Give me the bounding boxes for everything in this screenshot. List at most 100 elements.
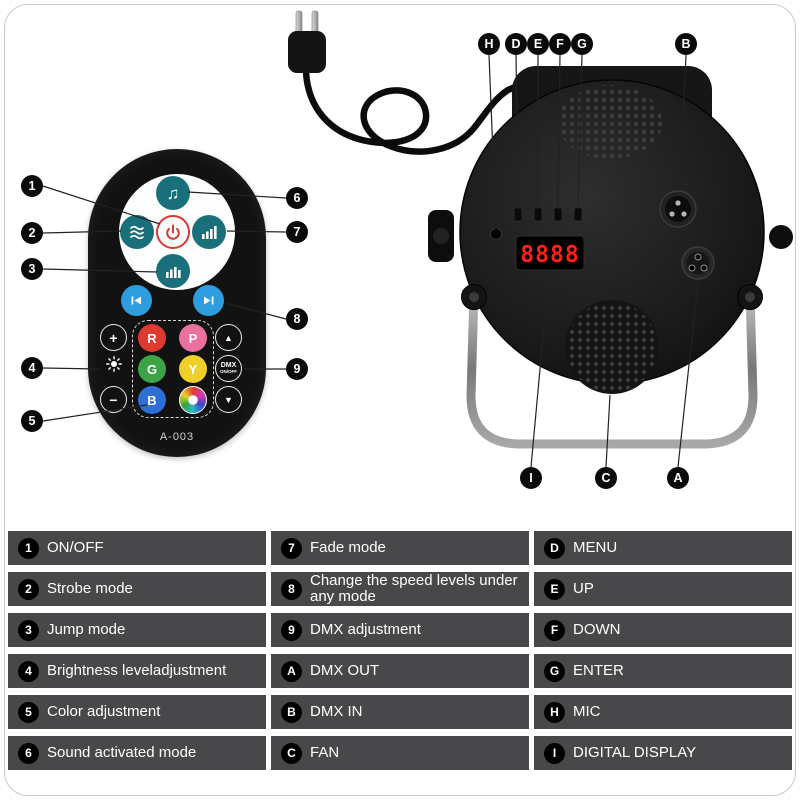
legend-label: Jump mode (47, 621, 126, 639)
red-color-button: R (138, 324, 166, 352)
legend-label: DMX OUT (310, 662, 380, 680)
enter-button (573, 207, 583, 222)
color-buttons-group-outline (132, 320, 214, 418)
legend-badge: 1 (18, 537, 39, 559)
menu-button (513, 207, 523, 222)
callout-5: 5 (21, 410, 43, 432)
legend-label: Change the speed levels under any mode (310, 572, 518, 605)
callout-7: 7 (286, 221, 308, 243)
legend-item: A DMX OUT (271, 654, 529, 688)
mic-hole (490, 228, 502, 240)
legend-item: C FAN (271, 736, 529, 770)
legend-item: 8 Change the speed levels under any mode (271, 572, 529, 606)
strobe-mode-button (120, 215, 154, 249)
mounting-bracket (466, 287, 758, 449)
dmx-in-connector (659, 190, 697, 228)
jump-mode-button (156, 254, 190, 288)
legend-label: ON/OFF (47, 539, 104, 557)
left-knob (433, 228, 449, 244)
callout-3: 3 (21, 258, 43, 280)
callout-c: C (595, 467, 617, 489)
legend-badge: F (544, 619, 565, 641)
legend-badge: 9 (281, 619, 302, 641)
speaker-vent (558, 85, 662, 159)
callout-6: 6 (286, 187, 308, 209)
yellow-color-button: Y (179, 355, 207, 383)
remote-control: ♫ (88, 149, 266, 457)
pink-color-button: P (179, 324, 207, 352)
legend-label: Color adjustment (47, 703, 161, 721)
bracket-knob-left-screw (469, 292, 479, 302)
legend-badge: 8 (281, 578, 302, 600)
callout-d: D (505, 33, 527, 55)
plug-body (288, 31, 326, 73)
down-button (553, 207, 563, 222)
legend-label: DIGITAL DISPLAY (573, 744, 697, 762)
legend-label: Sound activated mode (47, 744, 197, 762)
legend-badge: I (544, 742, 565, 764)
display-frame (515, 235, 585, 271)
legend-label: Strobe mode (47, 580, 133, 598)
legend-label: Fade mode (310, 539, 386, 557)
legend-item: F DOWN (534, 613, 792, 647)
skip-forward-icon (204, 296, 214, 305)
dmx-button-label: DMX (220, 362, 237, 370)
speed-down-button: ▼ (215, 386, 242, 413)
legend-label: MENU (573, 539, 618, 557)
legend-item: H MIC (534, 695, 792, 729)
callout-8: 8 (286, 308, 308, 330)
fade-mode-button (192, 215, 226, 249)
legend-label: DMX IN (310, 703, 363, 721)
menu-buttons (513, 207, 583, 222)
legend-badge: 6 (18, 742, 39, 764)
bracket-knob-right-screw (745, 292, 755, 302)
rgb-color-wheel-button (179, 386, 207, 414)
legend-badge: 3 (18, 619, 39, 641)
music-note-icon: ♫ (166, 183, 180, 203)
up-button (533, 207, 543, 222)
legend-label: DMX adjustment (310, 621, 421, 639)
callout-e: E (527, 33, 549, 55)
callout-b: B (675, 33, 697, 55)
legend-item: 4 Brightness leveladjustment (8, 654, 266, 688)
legend-badge: C (281, 742, 302, 764)
callout-f: F (549, 33, 571, 55)
legend-badge: G (544, 660, 565, 682)
callout-a: A (667, 467, 689, 489)
legend-badge: 4 (18, 660, 39, 682)
brightness-sun-icon (106, 356, 122, 372)
brightness-minus-button: − (100, 386, 127, 413)
speed-up-button: ▲ (215, 324, 242, 351)
strobe-waves-icon (130, 225, 144, 240)
jump-bars-icon (166, 267, 181, 278)
dmx-out-connector (681, 246, 715, 280)
legend-item: B DMX IN (271, 695, 529, 729)
level-bars-icon (202, 226, 217, 239)
digital-display: 8888 (515, 235, 585, 271)
callout-h: H (478, 33, 500, 55)
legend-item: 3 Jump mode (8, 613, 266, 647)
right-knob (769, 225, 793, 249)
legend-label: UP (573, 580, 594, 598)
fan-grille (567, 302, 657, 392)
legend-item: I DIGITAL DISPLAY (534, 736, 792, 770)
skip-back-icon (131, 296, 141, 305)
legend-item: 6 Sound activated mode (8, 736, 266, 770)
legend-label: DOWN (573, 621, 621, 639)
power-button (156, 215, 190, 249)
power-plug (288, 10, 326, 73)
legend-item: 2 Strobe mode (8, 572, 266, 606)
legend-badge: B (281, 701, 302, 723)
dmx-onoff-button: DMX ON/OFF (215, 355, 242, 382)
sound-mode-button: ♫ (156, 176, 190, 210)
legend-label: ENTER (573, 662, 624, 680)
legend-badge: H (544, 701, 565, 723)
callout-2: 2 (21, 222, 43, 244)
previous-button (121, 285, 152, 316)
power-icon (166, 224, 180, 240)
legend-label: Brightness leveladjustment (47, 662, 227, 680)
legend-badge: A (281, 660, 302, 682)
legend-badge: E (544, 578, 565, 600)
legend-item: 5 Color adjustment (8, 695, 266, 729)
